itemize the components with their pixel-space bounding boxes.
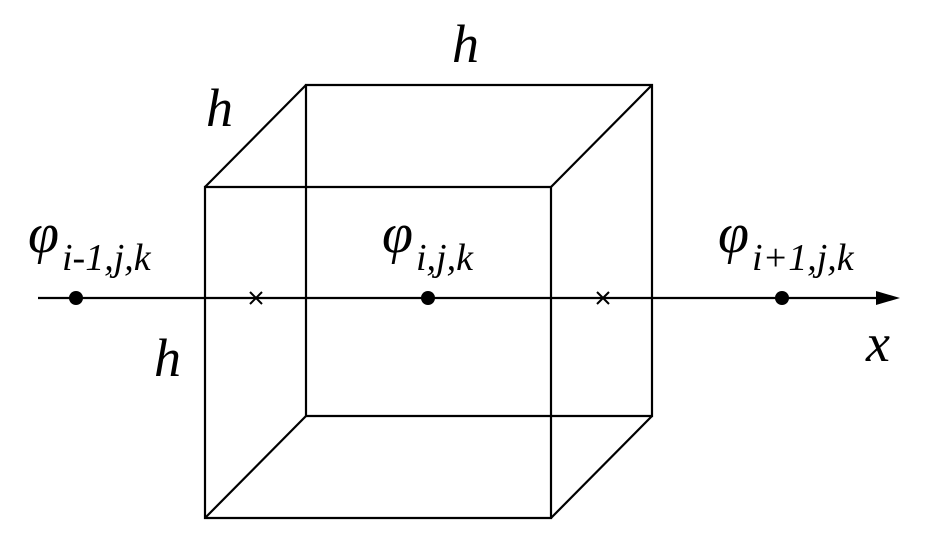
right-face-cross-marker xyxy=(596,291,610,305)
node-point-left xyxy=(69,291,83,305)
edge-label-left-top: h xyxy=(206,78,233,138)
x-axis-label: x xyxy=(865,313,890,373)
edge-label-top: h xyxy=(452,14,479,74)
node-point-center xyxy=(421,291,435,305)
node-point-right xyxy=(775,291,789,305)
left-face-cross-marker xyxy=(249,291,263,305)
node-center-phi: φ xyxy=(382,203,413,265)
edge-label-left-side: h xyxy=(154,328,181,388)
node-right-subscript: i+1,j,k xyxy=(752,237,855,279)
cube-edge-bottom-left xyxy=(204,415,307,519)
cube-edge-bottom-right xyxy=(550,415,653,519)
node-left-subscript: i-1,j,k xyxy=(62,237,152,279)
node-label-left: φ i-1,j,k xyxy=(28,203,152,279)
node-right-phi: φ xyxy=(718,203,749,265)
x-axis-arrowhead xyxy=(876,291,900,305)
cube-edge-top-left xyxy=(204,84,307,188)
cube-edge-top-right xyxy=(550,84,653,188)
node-center-subscript: i,j,k xyxy=(416,237,474,279)
node-left-phi: φ xyxy=(28,203,59,265)
cube-back-face xyxy=(304,83,654,418)
node-label-right: φ i+1,j,k xyxy=(718,203,855,279)
cube-front-face xyxy=(203,185,553,520)
node-label-center: φ i,j,k xyxy=(382,203,474,279)
